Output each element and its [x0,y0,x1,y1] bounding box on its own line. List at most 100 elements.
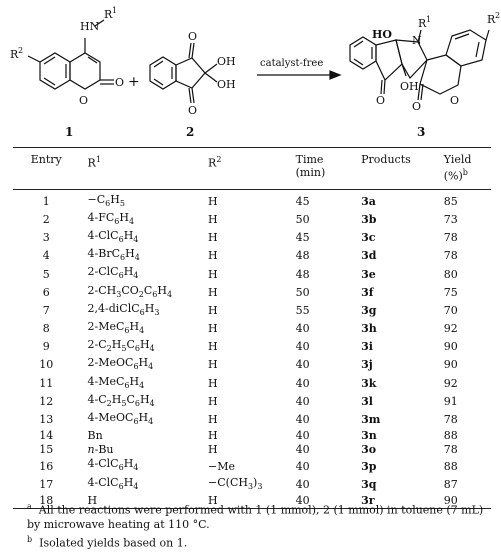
cell-time: 50 [295,212,310,226]
cell-r2: H [208,267,218,281]
results-table-container: Entry R1 R2 Time(min) Products Yield(%)b… [13,147,491,509]
cell-entry: 1 [42,194,50,208]
cell-time: 40 [295,493,310,507]
cell-product: 3k [361,376,377,390]
header-r1: R1 [87,155,101,170]
cell-yield: 85 [443,194,458,208]
cell-yield: 91 [443,394,458,408]
cell-product: 3j [361,358,373,372]
cell-r1: 4-MeOC6H4 [87,410,154,427]
cell-r2: H [208,429,218,443]
compound-3-r2-label: R [487,13,496,26]
compound-3-r1-sup: 1 [426,15,431,24]
cell-time: 50 [295,285,310,299]
compound-1-r1-label: R [104,8,113,21]
cell-yield: 78 [443,443,458,457]
compound-2-top-o-label: O [188,30,197,43]
compound-2-five-ring [175,57,206,89]
cell-r2: H [208,340,218,354]
cell-product: 3f [361,285,374,299]
cell-time: 40 [295,322,310,336]
header-products: Products [361,153,411,166]
header-r2: R2 [208,155,222,170]
cell-time: 40 [295,443,310,457]
cell-yield: 73 [443,212,458,226]
compound-1-carbonyl-o-label: O [115,76,124,89]
cell-entry: 8 [42,322,50,336]
cell-r1: 2-MeOC6H4 [87,356,154,372]
cell-time: 40 [295,358,310,372]
cell-yield: 78 [443,231,458,245]
cell-r1: Bn [87,429,103,443]
cell-r1: 4-FC6H4 [87,210,135,227]
cell-r2: H [208,394,218,408]
compound-3-lactone-o-label: O [412,100,421,113]
compound-2-bottom-o-label: O [188,104,197,117]
compound-1-pyranone-ring [69,52,101,90]
compound-3-r2-sup: 2 [495,11,500,20]
cell-product: 3c [361,231,376,245]
compound-3-ketone-o-label: O [376,94,385,107]
cell-r1: 4-ClC6H4 [87,229,139,245]
compound-2-oh-label-1: OH [217,55,236,68]
cell-entry: 4 [42,249,50,263]
cell-entry: 10 [39,358,54,372]
cell-r1: 2-ClC6H4 [87,265,139,281]
cell-product: 3h [361,322,377,336]
cell-entry: 18 [39,493,54,507]
cell-entry: 7 [42,303,50,317]
compound-3-n-label: N [412,34,422,47]
compound-3-pyrrole-ring [395,39,428,80]
cell-entry: 5 [42,267,50,281]
cell-r2: H [208,231,218,245]
cell-r2: H [208,285,218,299]
compound-3-five-ring [375,39,403,82]
compound-3-ho-label: HO [372,28,392,41]
cell-entry: 6 [42,285,50,299]
cell-product: 3q [361,477,377,491]
cell-time: 45 [295,231,310,245]
cell-entry: 13 [39,413,54,426]
cell-yield: 88 [443,429,458,443]
cell-entry: 11 [39,376,54,390]
cell-yield: 78 [443,249,458,263]
cell-entry: 3 [42,231,50,245]
cell-r1: 4-BrC6H4 [87,247,140,263]
cell-r2: H [208,413,218,426]
cell-yield: 80 [443,267,458,281]
compound-1-ring-o-label: O [79,94,88,107]
cell-time: 55 [295,303,310,317]
cell-r2: H [208,212,218,226]
arrow-label: catalyst-free [260,58,323,69]
cell-r1: 2-CH3CO2C6H4 [87,283,173,299]
cell-product: 3a [361,194,376,208]
cell-time: 40 [295,477,310,491]
cell-r2: H [208,249,218,263]
cell-r1: 4-MeC6H4 [87,374,145,390]
cell-time: 40 [295,429,310,443]
footnotes: a All the reactions were performed with … [13,500,493,551]
table-header-row: Entry R1 R2 Time(min) Products Yield(%)b [13,147,491,190]
cell-yield: 75 [443,285,458,299]
cell-r2: −C(CH3)3 [208,475,263,491]
header-yield: Yield(%)b [443,153,472,183]
cell-time: 45 [295,194,310,208]
table-row: 6 2-CH3CO2C6H4 H 50 3f 75 [13,284,491,302]
cell-yield: 90 [443,493,458,507]
reaction-arrow-head [329,70,342,80]
cell-product: 3p [361,459,377,473]
cell-r1: 4-C2H5C6H4 [87,392,155,408]
cell-product: 3o [361,443,377,457]
compound-1-number: 1 [65,125,73,139]
footnote-a: a All the reactions were performed with … [27,502,484,532]
cell-product: 3m [361,413,381,426]
